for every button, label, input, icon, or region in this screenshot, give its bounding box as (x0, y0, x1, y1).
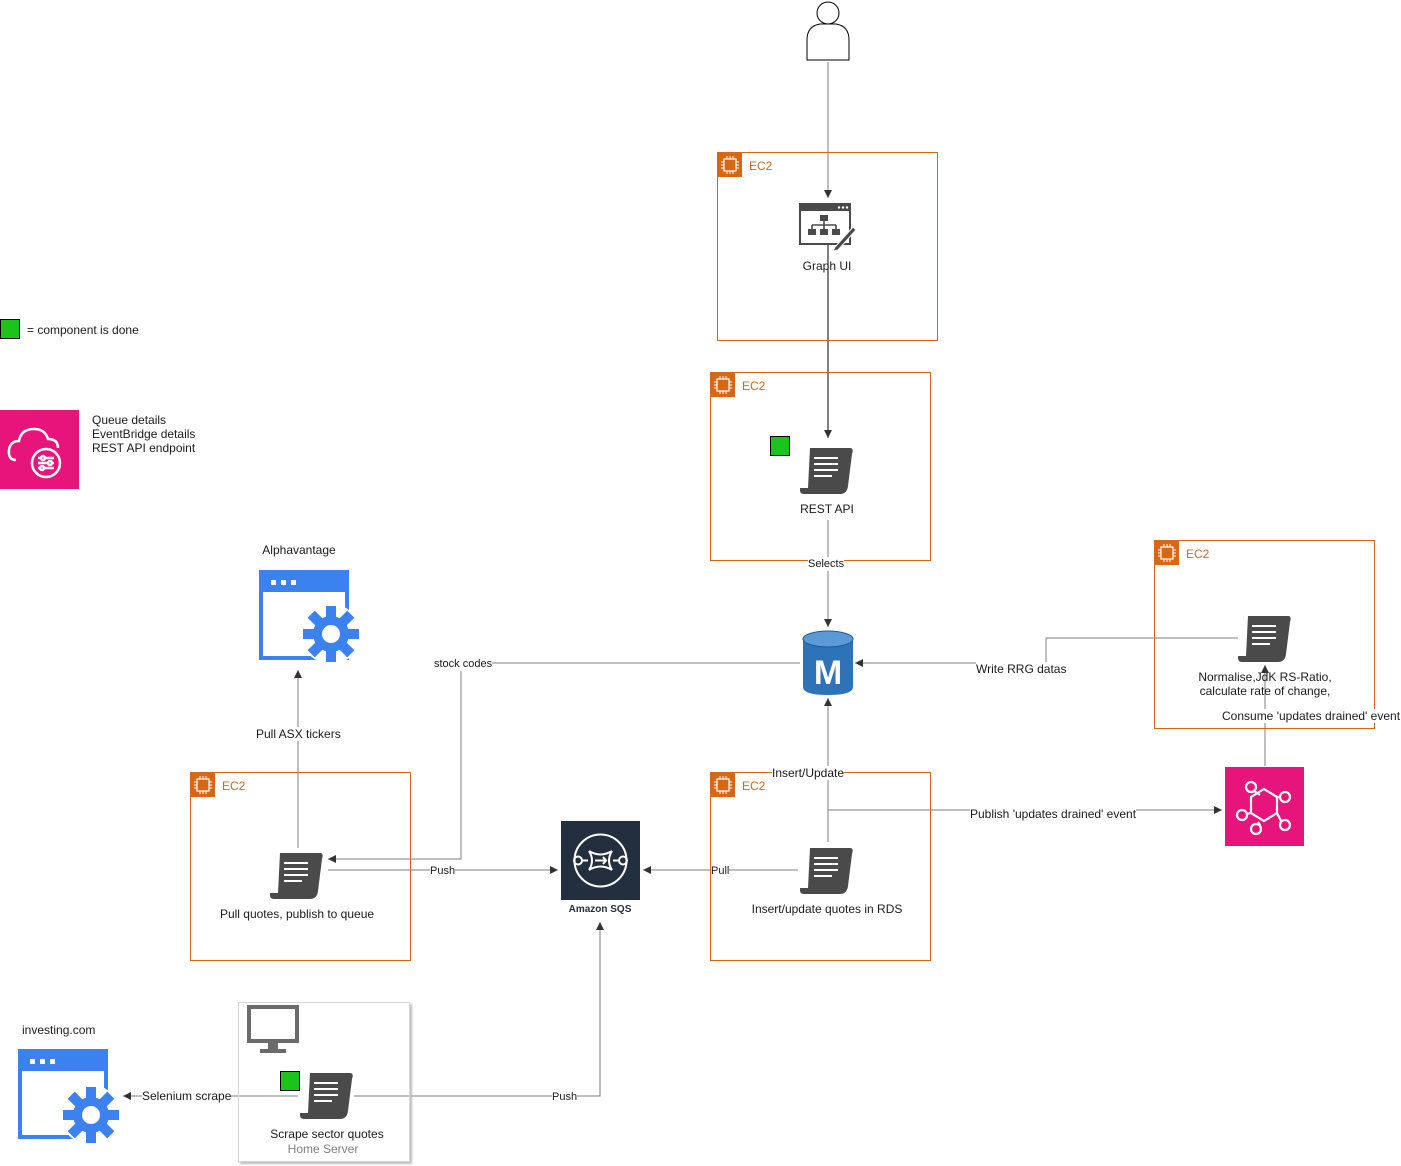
ec2-chip-icon (711, 373, 735, 397)
edge-label-selenium: Selenium scrape (142, 1089, 232, 1103)
ec2-label: EC2 (742, 779, 766, 793)
edge-label-pull-asx: Pull ASX tickers (256, 727, 341, 741)
ec2-label: EC2 (742, 379, 766, 393)
scrape-script-icon (300, 1073, 353, 1119)
rest-api-label: REST API (800, 502, 854, 516)
eventbridge-icon (1225, 767, 1304, 846)
ec2-chip-icon (1155, 541, 1179, 565)
legend-done-text: = component is done (27, 323, 139, 337)
graph-ui-icon (799, 203, 857, 251)
ec2-chip-icon (718, 153, 742, 177)
rds-database-icon: M (802, 630, 854, 695)
config-line-rest: REST API endpoint (92, 441, 196, 455)
graph-ui-label: Graph UI (802, 259, 852, 273)
scrape-done-marker (280, 1071, 300, 1091)
scrape-label: Scrape sector quotes (270, 1127, 384, 1141)
rest-api-script-icon (800, 448, 853, 494)
ec2-label: EC2 (222, 779, 246, 793)
user-icon (806, 1, 850, 61)
normalise-label-line2: calculate rate of change, (1199, 684, 1331, 698)
push2-edge (354, 922, 604, 1097)
ec2-graph-ui-group: EC2 (717, 152, 938, 341)
edge-label-stock-codes: stock codes (434, 657, 493, 671)
config-icon (0, 410, 79, 489)
normalise-script-icon (1238, 616, 1291, 662)
edge-label-consume-event: Consume 'updates drained' event (1222, 709, 1401, 723)
home-server-label: Home Server (287, 1142, 359, 1156)
sqs-label: Amazon SQS (568, 904, 632, 915)
svg-text:M: M (814, 654, 842, 692)
legend-done-swatch (0, 319, 20, 339)
edge-label-publish-event: Publish 'updates drained' event (970, 807, 1137, 821)
write-rrg-edge (855, 637, 1238, 667)
stock-codes-edge (328, 662, 800, 863)
edge-label-push: Push (430, 864, 456, 878)
ec2-label: EC2 (749, 159, 773, 173)
alphavantage-app-icon (259, 570, 361, 664)
insert-quotes-label: Insert/update quotes in RDS (751, 902, 903, 916)
normalise-label-line1: Normalise,JdK RS-Ratio, (1198, 670, 1332, 684)
ec2-chip-icon (711, 773, 735, 797)
alphavantage-label: Alphavantage (262, 543, 336, 557)
sqs-queue-icon (561, 821, 640, 900)
investing-app-icon (18, 1049, 121, 1145)
edge-label-pull: Pull (711, 864, 730, 878)
edge-label-selects: Selects (808, 557, 845, 571)
config-line-eventbridge: EventBridge details (92, 427, 196, 441)
home-server-group (238, 1002, 410, 1162)
edge-label-insert-update: Insert/Update (772, 766, 845, 780)
insert-quotes-script-icon (800, 848, 853, 894)
monitor-icon (247, 1005, 299, 1053)
pull-quotes-script-icon (270, 853, 323, 899)
pull-quotes-label: Pull quotes, publish to queue (219, 907, 375, 921)
edge-label-push2: Push (552, 1090, 578, 1104)
ec2-label: EC2 (1186, 547, 1210, 561)
config-line-queue: Queue details (92, 413, 167, 427)
investing-label: investing.com (22, 1023, 96, 1037)
ec2-normalise-group: EC2 (1154, 540, 1375, 729)
ec2-pull-quotes-group: EC2 (190, 772, 411, 961)
edge-label-write-rrg: Write RRG datas (976, 662, 1067, 676)
ec2-chip-icon (191, 773, 215, 797)
rest-api-done-marker (770, 436, 790, 456)
